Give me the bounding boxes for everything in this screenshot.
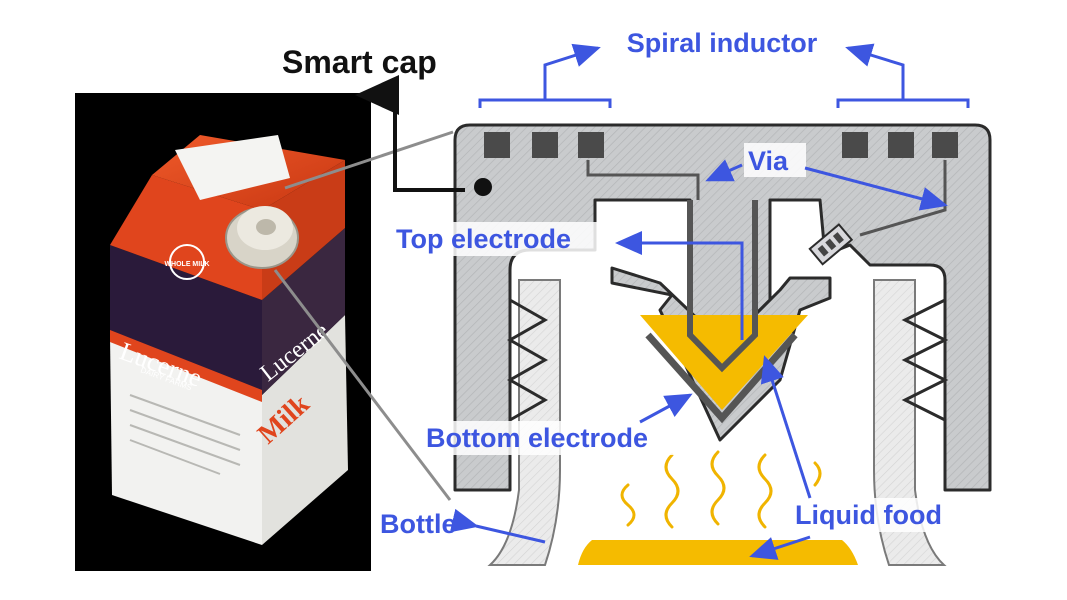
carton-side-red <box>262 160 345 300</box>
top-electrode-label-bg <box>393 222 608 256</box>
liquid-food-arrow-top <box>760 355 812 499</box>
top-electrode <box>687 200 758 373</box>
carton-front-red <box>110 175 262 300</box>
carton-cap <box>225 206 299 269</box>
bottle-arrow <box>449 508 546 544</box>
carton-side-white <box>262 315 348 545</box>
inductor-coils <box>484 132 958 158</box>
bottom-electrode-label-bg <box>423 421 695 455</box>
thread-left <box>506 298 549 422</box>
carton-fine-print <box>129 394 241 475</box>
badge-text: WHOLE MILK <box>164 261 209 268</box>
smart-cap-arrow <box>355 75 465 192</box>
milk-carton-photo: WHOLE MILK Lucerne DAIRY FARMS Lucerne M… <box>75 93 371 571</box>
via-arrow-right <box>804 166 948 211</box>
carton-gable-fin <box>175 135 290 200</box>
liquid-food-arrow-bottom <box>749 535 811 560</box>
via-arrow-left <box>705 159 743 182</box>
side-connector <box>808 223 854 266</box>
liquid-food-pool <box>578 540 858 565</box>
liquid-food-label: Liquid food <box>795 500 942 530</box>
carton-side-band <box>262 228 345 395</box>
spiral-inductor-label: Spiral inductor <box>627 28 818 58</box>
callout-lines <box>273 130 454 501</box>
via-label: Via <box>748 146 789 176</box>
carton-front-band <box>110 245 262 395</box>
top-electrode-label: Top electrode <box>396 224 571 254</box>
via-line-left <box>586 160 700 200</box>
via-label-bg <box>744 143 806 177</box>
bottle-label: Bottle <box>380 509 457 539</box>
cap-marker-dot <box>474 178 492 196</box>
thread-right <box>901 298 949 422</box>
spiral-inductor-brackets <box>478 43 970 108</box>
bottom-electrode-arrow <box>639 393 693 424</box>
carton-front-white <box>110 335 262 545</box>
smart-cap-label: Smart cap <box>282 44 437 80</box>
carton-stripe <box>110 330 262 402</box>
vapor-lines <box>620 450 822 529</box>
whole-milk-badge: WHOLE MILK <box>164 244 210 280</box>
liquid-food-label-bg <box>792 498 974 532</box>
top-electrode-arrow <box>615 231 744 340</box>
bottom-electrode-label: Bottom electrode <box>426 423 648 453</box>
